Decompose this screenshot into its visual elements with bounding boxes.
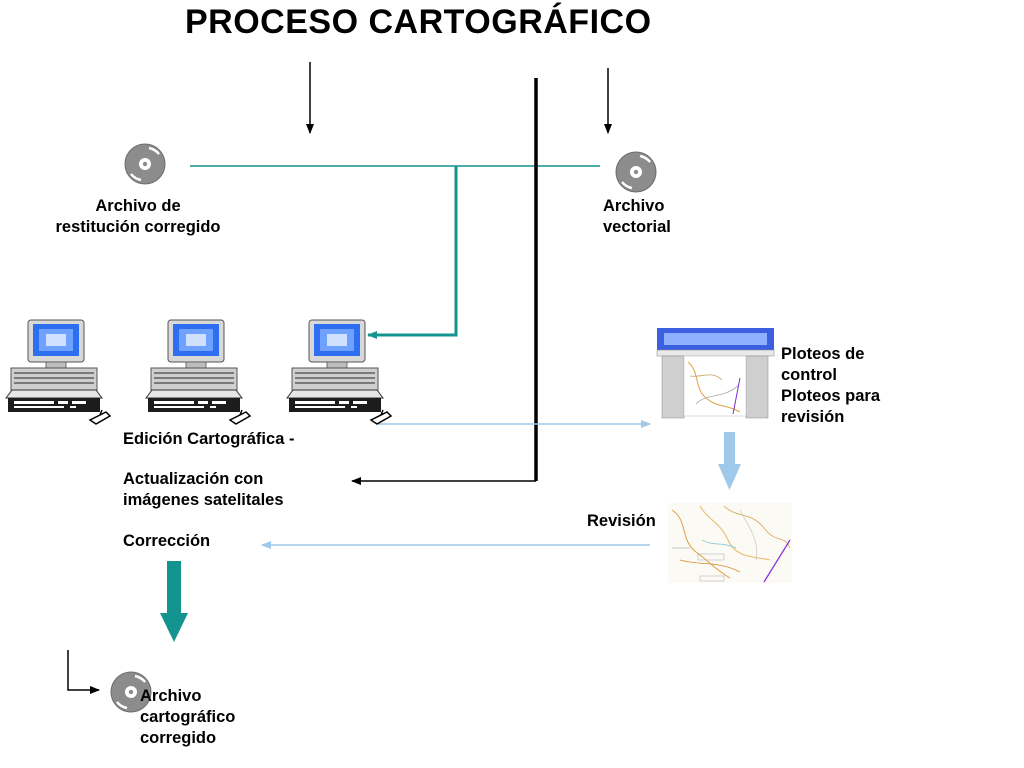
label-archivo-cartografico: Archivo cartográfico corregido	[140, 687, 236, 747]
plotter-icon	[656, 328, 775, 419]
cd-disc-icon	[123, 142, 167, 186]
label-edicion-cartografica: Edición Cartográfica -	[123, 430, 295, 448]
desktop-computer-icon	[145, 319, 251, 425]
label-archivo-restitucion: Archivo de restitución corregido	[55, 197, 221, 236]
map-sheet-icon	[668, 503, 792, 583]
arrow-elbow-final	[67, 650, 100, 694]
cd-disc-icon	[614, 150, 658, 194]
arrow-archives-to-computers	[367, 166, 458, 339]
label-actualizacion: Actualización con imágenes satelitales	[123, 470, 284, 509]
label-ploteos: Ploteos de control Ploteos para revisión	[781, 345, 881, 426]
label-revision: Revisión	[587, 512, 656, 530]
label-archivo-vectorial: Archivo vectorial	[603, 197, 671, 236]
arrow-correction-to-final	[160, 561, 188, 642]
desktop-computer-icon	[5, 319, 111, 425]
label-correccion: Corrección	[123, 532, 211, 550]
arrow-plotter-to-review	[718, 432, 741, 490]
page-title: PROCESO CARTOGRÁFICO	[185, 3, 652, 41]
